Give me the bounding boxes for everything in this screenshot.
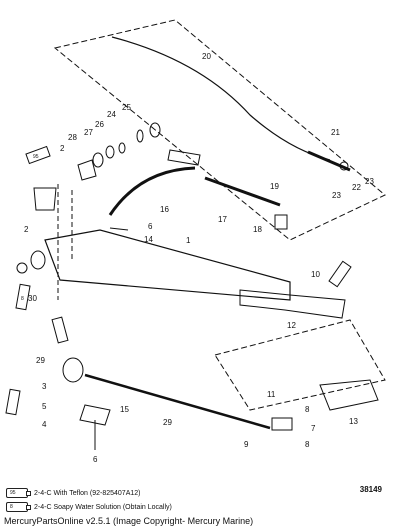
diagram-reference-number: 38149 bbox=[359, 485, 382, 494]
callout-30: 30 bbox=[28, 294, 37, 303]
callout-14: 14 bbox=[144, 235, 153, 244]
screw-6 bbox=[109, 227, 129, 231]
callout-29b: 29 bbox=[163, 418, 172, 427]
callout-16: 16 bbox=[160, 205, 169, 214]
bushing-2-top bbox=[77, 159, 97, 181]
callout-5: 5 bbox=[42, 402, 47, 411]
callout-19: 19 bbox=[270, 182, 279, 191]
callout-9: 9 bbox=[244, 440, 249, 449]
callout-11: 11 bbox=[267, 390, 276, 399]
magnified-bushing bbox=[33, 187, 57, 211]
callout-7: 7 bbox=[311, 424, 316, 433]
callout-20: 20 bbox=[202, 52, 211, 61]
bracket-15 bbox=[79, 404, 111, 426]
callout-2a: 2 bbox=[60, 144, 65, 153]
pulley-29 bbox=[62, 357, 84, 383]
tube-label-8: 8 bbox=[21, 296, 24, 302]
callout-12: 12 bbox=[287, 321, 296, 330]
bushing-2-lower bbox=[30, 250, 46, 270]
nut-30 bbox=[16, 262, 28, 274]
callout-8a: 8 bbox=[305, 405, 310, 414]
callout-23a: 23 bbox=[365, 177, 374, 186]
throttle-cable bbox=[111, 36, 331, 161]
copyright-footer: MercuryPartsOnline v2.5.1 (Image Copyrig… bbox=[4, 516, 254, 526]
lubricant-tube-8-left-2 bbox=[51, 316, 69, 344]
callout-18: 18 bbox=[253, 225, 262, 234]
callout-22: 22 bbox=[352, 183, 361, 192]
callout-23b: 23 bbox=[332, 191, 341, 200]
dashed-enclosure-bottom bbox=[214, 319, 386, 411]
tube-label-95: 95 bbox=[33, 154, 39, 160]
nut-25 bbox=[149, 122, 161, 138]
lubricant-tube-icon: 95 bbox=[6, 488, 31, 498]
callout-4: 4 bbox=[42, 420, 47, 429]
legend-text-soapy-water: 2-4-C Soapy Water Solution (Obtain Local… bbox=[34, 503, 172, 511]
bushing-28 bbox=[92, 152, 104, 168]
callout-25: 25 bbox=[122, 103, 131, 112]
legend-row-soapy-water: 8 2-4-C Soapy Water Solution (Obtain Loc… bbox=[6, 501, 172, 513]
callout-28: 28 bbox=[68, 133, 77, 142]
callout-6b: 6 bbox=[93, 455, 98, 464]
tiller-arm bbox=[44, 229, 291, 301]
callout-6a: 6 bbox=[148, 222, 153, 231]
throttle-grip bbox=[319, 379, 379, 411]
lubricant-tube-8-left-3 bbox=[5, 388, 21, 416]
washer-26 bbox=[118, 142, 126, 154]
callout-15: 15 bbox=[120, 405, 129, 414]
callout-29a: 29 bbox=[36, 356, 45, 365]
throttle-shaft bbox=[239, 289, 346, 319]
rod-17 bbox=[204, 176, 281, 207]
lubricant-tube-right bbox=[328, 260, 352, 288]
shift-rod bbox=[307, 150, 351, 172]
lubricant-tube-icon: 8 bbox=[6, 502, 31, 512]
rod-29 bbox=[84, 373, 271, 430]
fitting-22 bbox=[339, 161, 349, 171]
spacer-27 bbox=[105, 145, 115, 159]
callout-21: 21 bbox=[331, 128, 340, 137]
washer-24 bbox=[136, 129, 144, 143]
callout-26: 26 bbox=[95, 120, 104, 129]
legend-text-teflon: 2-4-C With Teflon (92-825407A12) bbox=[34, 489, 141, 497]
callout-13: 13 bbox=[349, 417, 358, 426]
callout-8b: 8 bbox=[305, 440, 310, 449]
lubricant-tube-8-left bbox=[15, 283, 31, 311]
callout-24: 24 bbox=[107, 110, 116, 119]
callout-17: 17 bbox=[218, 215, 227, 224]
bracket-7 bbox=[271, 417, 293, 431]
cable-16 bbox=[108, 166, 196, 216]
lubricant-tube-95-left bbox=[25, 145, 51, 165]
callout-3: 3 bbox=[42, 382, 47, 391]
lube-tube-95-top bbox=[167, 149, 201, 166]
legend-row-teflon: 95 2-4-C With Teflon (92-825407A12) bbox=[6, 487, 140, 499]
callout-27: 27 bbox=[84, 128, 93, 137]
dashed-enclosure-top bbox=[53, 19, 386, 241]
bushing-18 bbox=[274, 214, 288, 230]
callout-2b: 2 bbox=[24, 225, 29, 234]
callout-1: 1 bbox=[186, 236, 191, 245]
callout-10: 10 bbox=[311, 270, 320, 279]
